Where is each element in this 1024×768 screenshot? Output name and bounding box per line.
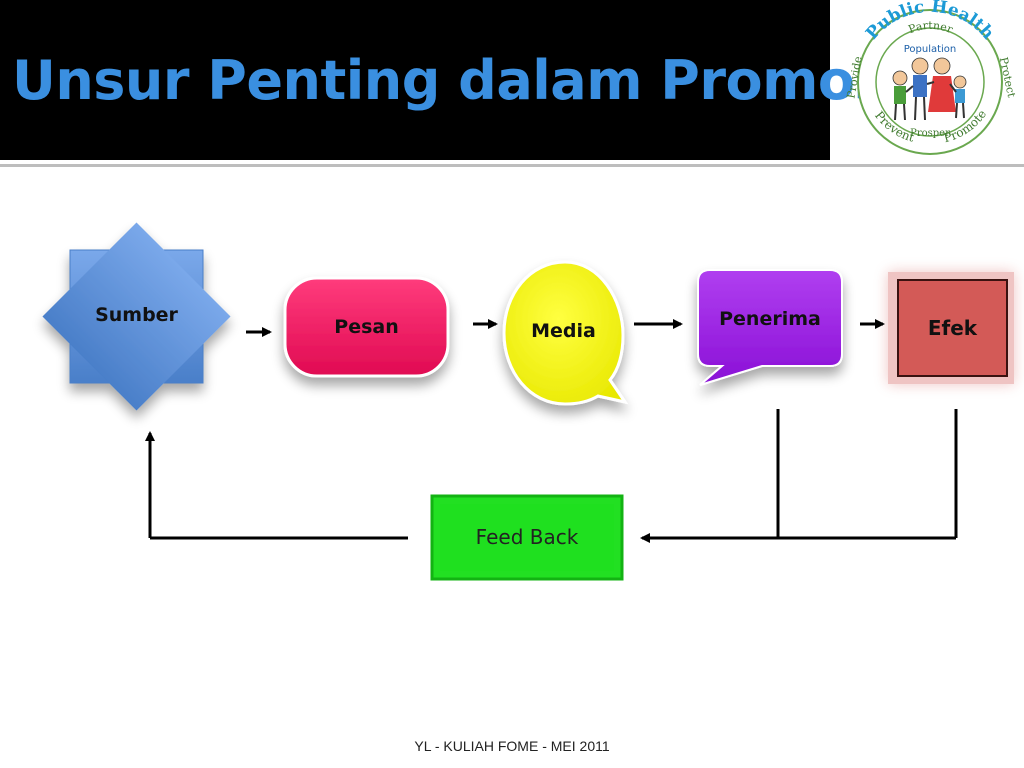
svg-text:Partner: Partner <box>907 19 956 37</box>
media-node <box>502 260 629 406</box>
logo-partner-text: Partner <box>907 19 956 37</box>
pesan-node <box>283 276 450 378</box>
public-health-logo: Public Health Partner Population Provide… <box>844 0 1018 155</box>
logo-population-text: Population <box>904 44 957 55</box>
slide-title: Unsur Penting dalam Promosi <box>12 49 905 112</box>
slide-footer: YL - KULIAH FOME - MEI 2011 <box>414 738 610 754</box>
media-label: Media <box>531 320 596 342</box>
penerima-node <box>697 269 843 386</box>
penerima-label: Penerima <box>719 308 821 330</box>
feedback-label: Feed Back <box>475 525 579 549</box>
sumber-label: Sumber <box>95 304 178 326</box>
pesan-label: Pesan <box>334 316 399 338</box>
title-divider <box>0 164 1024 167</box>
family-figures-icon <box>892 57 967 121</box>
logo-prosper-text: Prosper <box>910 128 950 139</box>
sumber-node <box>42 222 231 411</box>
title-bar <box>0 0 830 160</box>
efek-label: Efek <box>927 316 978 340</box>
efek-node <box>888 272 1014 384</box>
feedback-node <box>430 494 624 581</box>
